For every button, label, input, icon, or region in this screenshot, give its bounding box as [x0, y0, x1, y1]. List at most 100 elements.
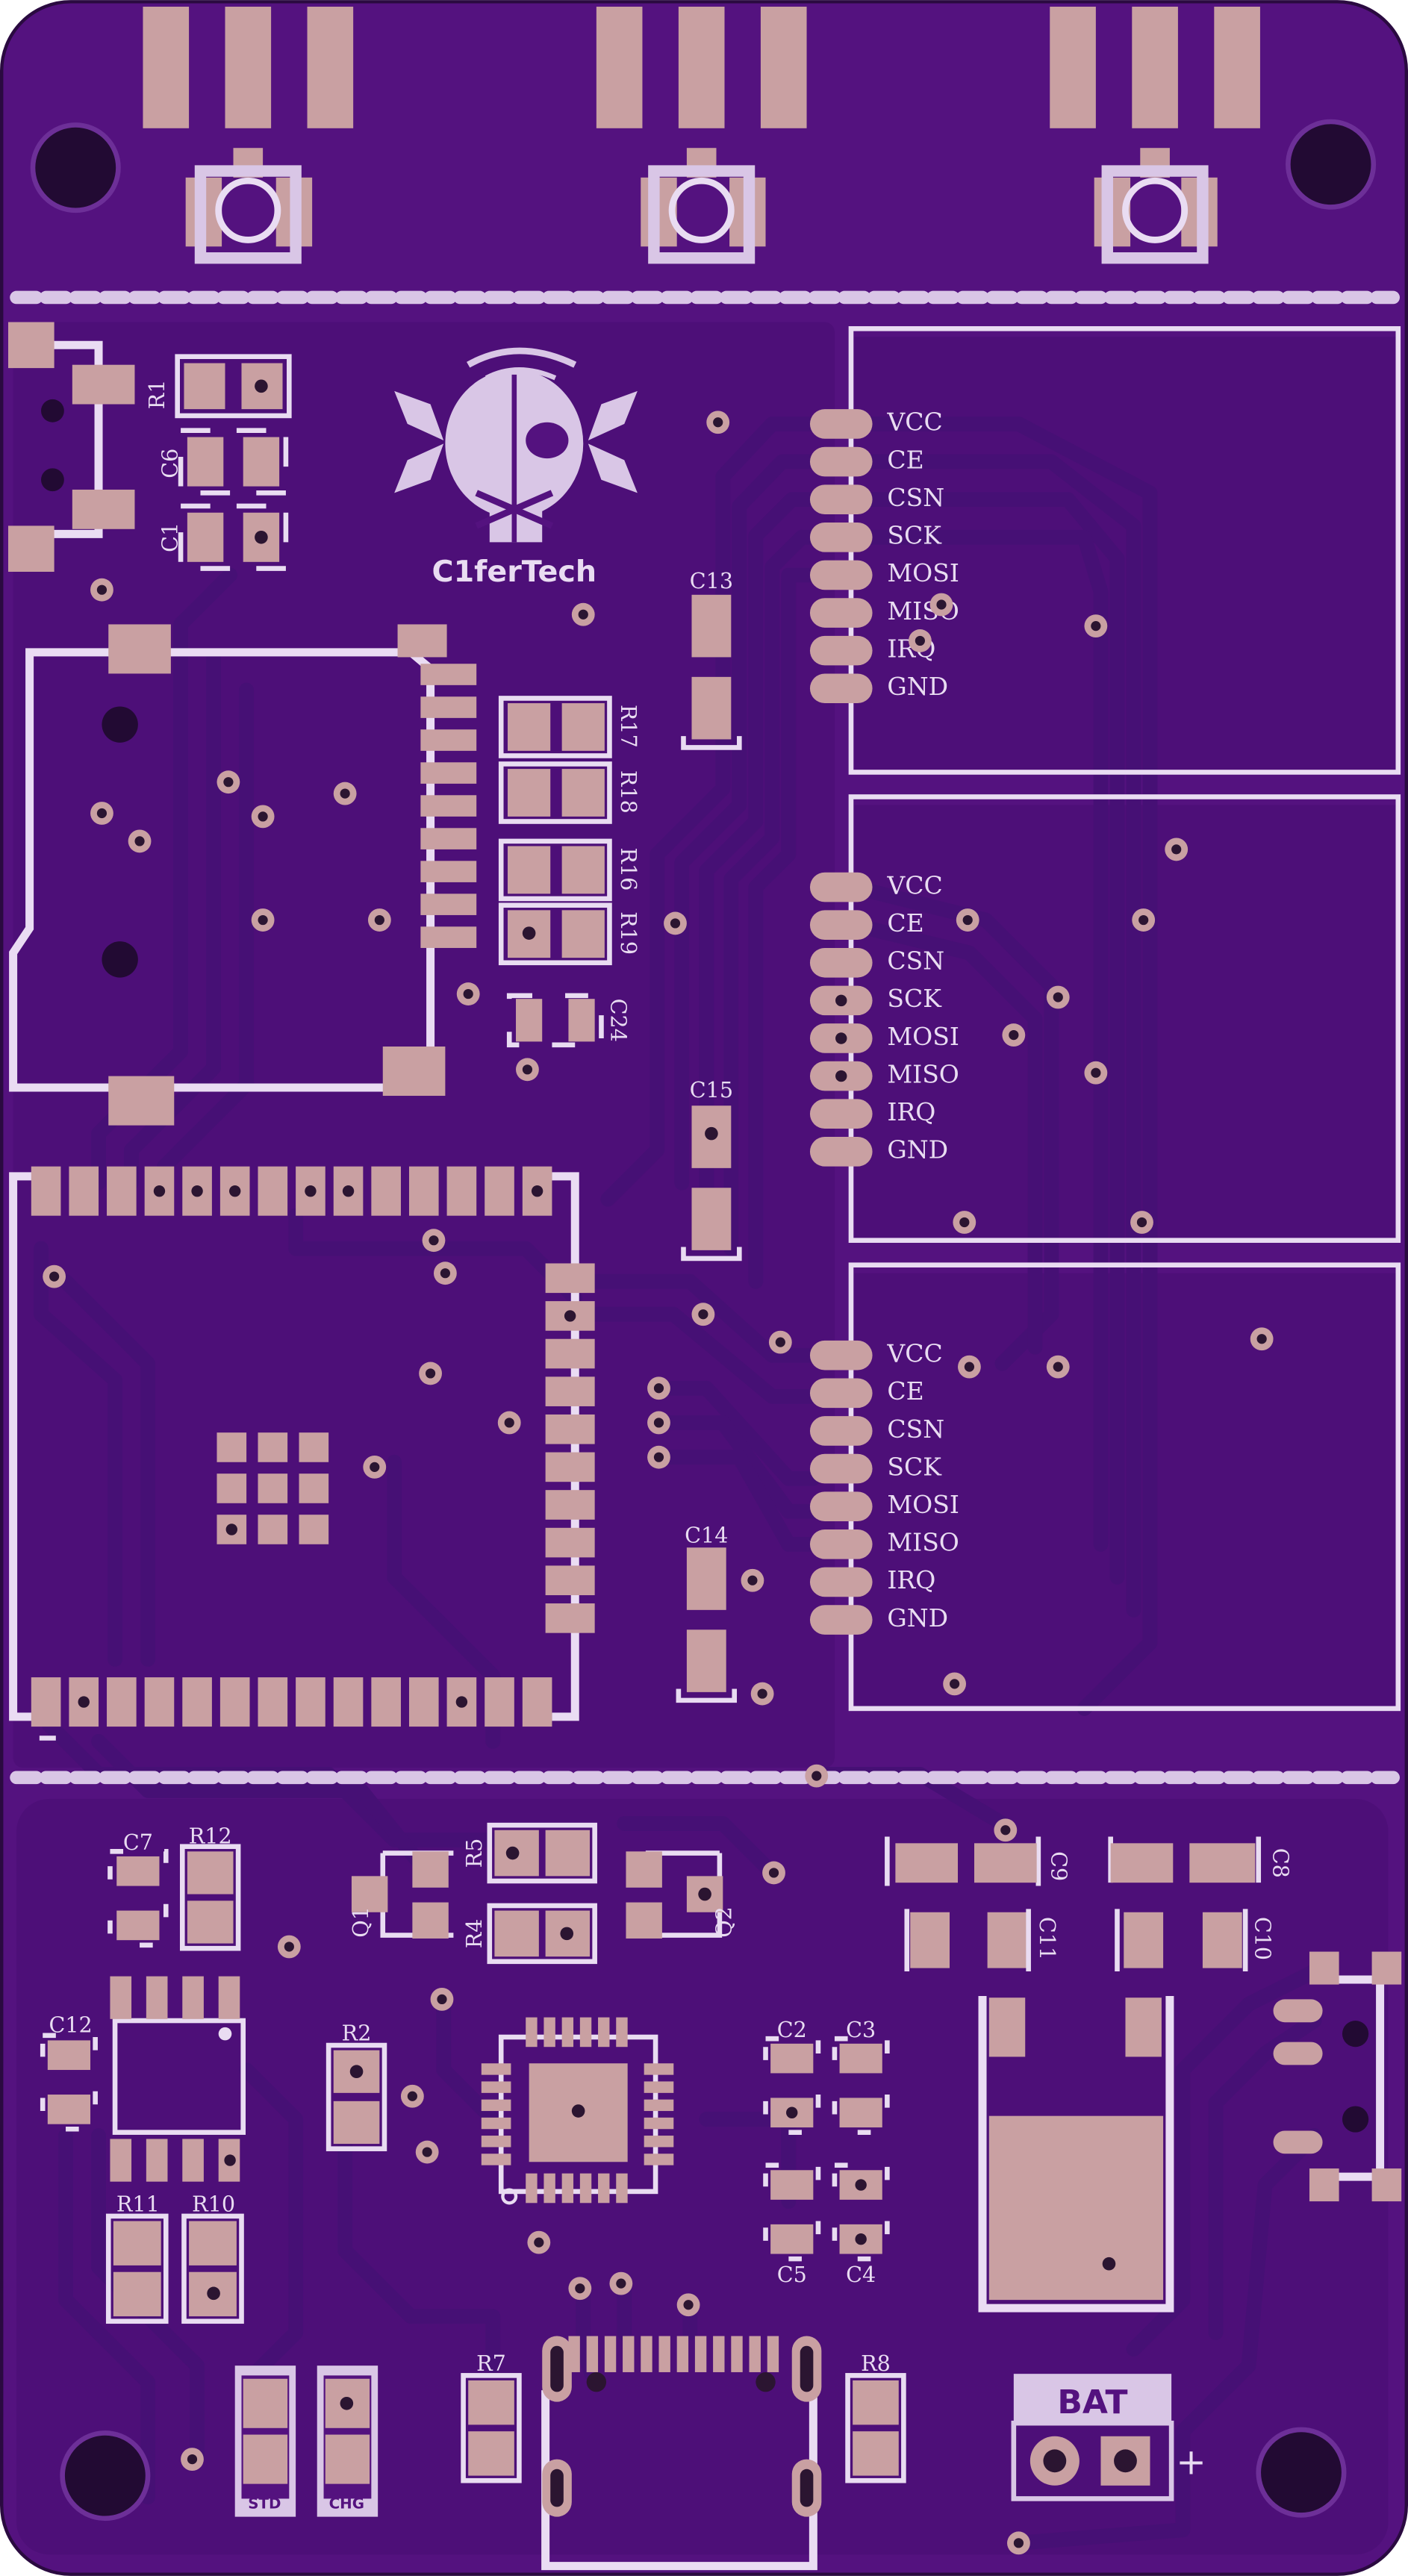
label-chg: CHG: [329, 2495, 364, 2513]
sma-connector-1: [143, 6, 354, 264]
label-r4: R4: [461, 1919, 487, 1949]
nrf1-pin-vcc: VCC: [886, 408, 942, 437]
label-r18: R18: [616, 770, 641, 814]
battery-plus: +: [1176, 2441, 1206, 2483]
battery-connector: BAT +: [1011, 2374, 1206, 2501]
label-r7: R7: [476, 2351, 506, 2376]
capacitor-c15: C15: [681, 1077, 742, 1262]
capacitor-c12: C12: [40, 2012, 98, 2132]
led-std: STD: [234, 2366, 296, 2517]
nrf3-pin-gnd: GND: [887, 1603, 948, 1632]
nrf1-pin-sck: SCK: [887, 521, 942, 550]
power-inductor: [978, 1996, 1174, 2313]
resistor-r5: R5: [461, 1822, 597, 1884]
nrf3-pin-ce: CE: [887, 1376, 923, 1406]
label-std: STD: [248, 2495, 281, 2513]
resistor-bank: R17 R18 R16 R19 C24: [498, 696, 641, 1048]
nrf2-pin-vcc: VCC: [886, 870, 942, 899]
mounting-hole-top-right: [1286, 119, 1377, 210]
label-c2: C2: [777, 2017, 807, 2042]
label-r2: R2: [342, 2020, 372, 2045]
label-q1: Q1: [348, 1906, 373, 1938]
label-r19: R19: [616, 911, 641, 955]
mounting-hole-bottom-right: [1256, 2427, 1347, 2518]
nrf-module-2: VCC CE CSN SCK MOSI MISO IRQ GND: [809, 794, 1401, 1243]
sma-connectors: [143, 6, 1260, 264]
label-c11: C11: [1035, 1917, 1060, 1960]
capacitor-c7: C7: [108, 1830, 169, 1948]
label-c13: C13: [690, 568, 733, 593]
nrf2-pin-csn: CSN: [887, 946, 944, 976]
label-c12: C12: [49, 2012, 92, 2037]
label-c24: C24: [606, 999, 632, 1042]
label-c9: C9: [1046, 1851, 1071, 1881]
soic8-ic: [110, 1976, 246, 2182]
led-chg: CHG: [317, 2366, 379, 2517]
nrf2-pin-mosi: MOSI: [887, 1022, 959, 1051]
nrf2-pin-gnd: GND: [887, 1135, 948, 1164]
resistor-r11: R11: [105, 2191, 169, 2324]
capacitor-c14: C14: [676, 1523, 738, 1703]
label-c14: C14: [685, 1523, 728, 1548]
label-c3: C3: [846, 2017, 876, 2042]
capacitor-c6: C6: [158, 428, 289, 496]
cifertech-logo: C1ferTech: [394, 347, 638, 589]
nrf-module-1: VCC CE CSN SCK MOSI MISO IRQ GND: [809, 325, 1401, 775]
label-r5: R5: [461, 1839, 487, 1868]
label-c6: C6: [158, 449, 183, 478]
capacitor-c24: C24: [506, 993, 632, 1048]
side-switch: [1273, 1951, 1402, 2202]
resistor-r7: R7: [461, 2351, 522, 2483]
capacitor-c1: C1: [158, 503, 289, 571]
nrf-module-3: VCC CE CSN SCK MOSI MISO IRQ GND: [809, 1262, 1401, 1712]
resistor-r19: R19: [498, 902, 641, 966]
nrf3-pin-miso: MISO: [887, 1528, 959, 1557]
label-c7: C7: [123, 1830, 153, 1855]
sma-connector-2: [596, 6, 807, 264]
nrf2-pin-ce: CE: [887, 908, 923, 938]
resistor-r10: R10: [181, 2191, 244, 2324]
label-c15: C15: [690, 1077, 733, 1103]
sma-connector-3: [1050, 6, 1260, 264]
usb-c-connector: [541, 2336, 822, 2571]
nrf3-pin-mosi: MOSI: [887, 1490, 959, 1519]
mounting-hole-bottom-left: [60, 2430, 151, 2522]
label-c5: C5: [777, 2262, 807, 2287]
label-c1: C1: [158, 523, 183, 552]
label-r16: R16: [616, 847, 641, 891]
logo-text: C1ferTech: [432, 555, 597, 589]
capacitor-c8: C8: [1108, 1836, 1294, 1883]
resistor-r4: R4: [461, 1903, 597, 1965]
mounting-hole-top-left: [30, 122, 121, 213]
vias: [43, 411, 1274, 2555]
nrf3-pin-sck: SCK: [887, 1452, 942, 1481]
resistor-r18: R18: [498, 761, 641, 824]
capacitor-c5: C5: [763, 2162, 821, 2287]
mounting-holes: [30, 119, 1377, 2522]
resistor-r12: R12: [179, 1823, 241, 1951]
nrf2-pin-irq: IRQ: [887, 1097, 935, 1126]
label-r8: R8: [861, 2351, 891, 2376]
nrf3-pin-csn: CSN: [887, 1415, 944, 1444]
nrf2-pin-miso: MISO: [887, 1059, 959, 1088]
resistor-r8: R8: [845, 2351, 906, 2483]
label-c10: C10: [1250, 1917, 1275, 1960]
capacitor-c10: C10: [1115, 1909, 1275, 1971]
nrf1-pin-gnd: GND: [887, 672, 948, 701]
esp32-module: [9, 1166, 595, 1741]
label-c8: C8: [1268, 1848, 1294, 1878]
nrf1-pin-mosi: MOSI: [887, 558, 959, 587]
label-r1: R1: [144, 379, 169, 409]
resistor-r2: R2: [325, 2020, 387, 2151]
nrf1-pin-ce: CE: [887, 445, 923, 474]
nrf3-pin-vcc: VCC: [886, 1339, 942, 1368]
resistor-r17: R17: [498, 696, 641, 758]
resistor-r1: R1: [144, 354, 292, 419]
label-r11: R11: [116, 2191, 160, 2216]
transistor-q2: Q2: [626, 1850, 736, 1939]
nrf1-pin-csn: CSN: [887, 483, 944, 512]
label-q2: Q2: [711, 1906, 736, 1938]
transistor-q1: Q1: [348, 1850, 454, 1939]
battery-label: BAT: [1057, 2383, 1127, 2421]
